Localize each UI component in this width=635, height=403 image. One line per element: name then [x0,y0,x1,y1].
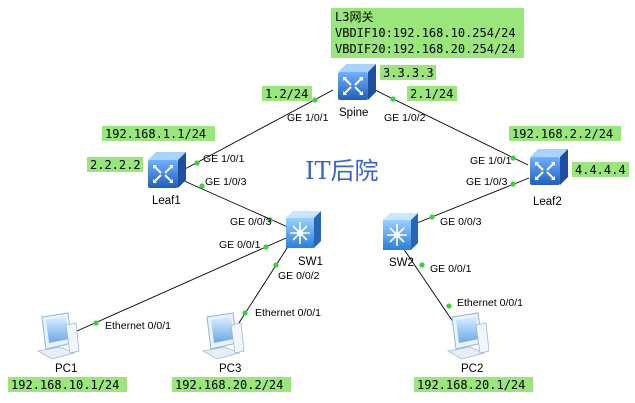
link-dot [446,303,452,309]
router-icon [148,152,186,188]
leaf1-router[interactable] [148,152,186,188]
sw2-port-leaf2: GE 0/0/3 [440,216,482,228]
router-icon [530,149,568,185]
spine-vbdif20: VBDIF20:192.168.20.254/24 [335,42,516,56]
sw2-port-pc2: GE 0/0/1 [430,263,472,275]
link-dot [510,155,516,161]
pc-icon [36,312,80,360]
pc2-name: PC2 [461,363,483,375]
leaf2-port-spine: GE 1/0/1 [470,155,512,167]
link-dot [510,181,516,187]
pc2-computer[interactable] [446,312,490,360]
leaf2-port-sw2: GE 1/0/3 [466,176,508,188]
link-dots [93,96,516,326]
spine-port-leaf1: GE 1/0/1 [287,112,329,124]
spine-gateway-info: L3网关 VBDIF10:192.168.10.254/24 VBDIF20:1… [331,8,524,58]
link-dot [93,320,99,326]
spine-ip-leaf2: 2.1/24 [410,87,453,101]
switch-icon [383,213,418,250]
link-spine-leaf1 [182,89,334,171]
spine-ip-leaf1: 1.2/24 [265,87,308,101]
leaf1-name: Leaf1 [152,195,181,207]
leaf2-ip-spine: 192.168.2.2/24 [512,127,613,141]
link-dot [419,262,425,268]
pc3-name: PC3 [219,363,241,375]
spine-router[interactable] [338,64,376,100]
sw1-name: SW1 [298,256,323,268]
link-sw2-pc2 [400,244,463,336]
sw2-switch[interactable] [383,213,418,250]
pc1-port: Ethernet 0/0/1 [105,320,171,332]
link-dot [242,310,248,316]
spine-port-leaf2: GE 1/0/2 [384,112,426,124]
leaf1-ip-spine: 192.168.1.1/24 [105,127,206,141]
link-dot [390,96,396,102]
link-dot [199,183,205,189]
spine-loopback: 3.3.3.3 [383,66,434,80]
leaf1-port-sw1: GE 1/0/3 [205,176,247,188]
leaf2-loopback: 4.4.4.4 [575,163,626,177]
sw1-port-pc1: GE 0/0/1 [219,239,261,251]
links [67,89,530,341]
leaf1-port-spine: GE 1/0/1 [203,153,245,165]
link-dot [273,262,279,268]
sw1-switch[interactable] [286,211,321,248]
pc2-ip: 192.168.20.1/24 [417,378,525,392]
leaf1-loopback: 2.2.2.2 [90,158,141,172]
spine-gateway-title: L3网关 [335,10,373,24]
link-dot [194,160,200,166]
spine-name: Spine [339,107,368,119]
switch-icon [286,211,321,248]
pc3-ip: 192.168.20.2/24 [175,378,283,392]
link-sw1-pc1 [67,237,287,336]
watermark: IT后院 [305,157,379,185]
leaf2-name: Leaf2 [533,196,562,208]
sw2-name: SW2 [389,257,414,269]
pc1-name: PC1 [55,363,77,375]
pc3-port: Ethernet 0/0/1 [255,307,321,319]
sw1-port-leaf1: GE 0/0/3 [230,216,272,228]
leaf2-router[interactable] [530,149,568,185]
link-dot [429,214,435,220]
pc3-computer[interactable] [201,312,245,360]
pc-icon [446,312,490,360]
pc1-computer[interactable] [36,312,80,360]
link-dot [263,244,269,250]
link-spine-leaf2 [374,89,529,166]
sw1-port-pc3: GE 0/0/2 [278,270,320,282]
spine-vbdif10: VBDIF10:192.168.10.254/24 [335,26,516,40]
link-dot [312,97,318,103]
pc1-ip: 192.168.10.1/24 [11,378,119,392]
pc-icon [201,312,245,360]
pc2-port: Ethernet 0/0/1 [457,297,523,309]
router-icon [338,64,376,100]
link-dot [267,217,273,223]
